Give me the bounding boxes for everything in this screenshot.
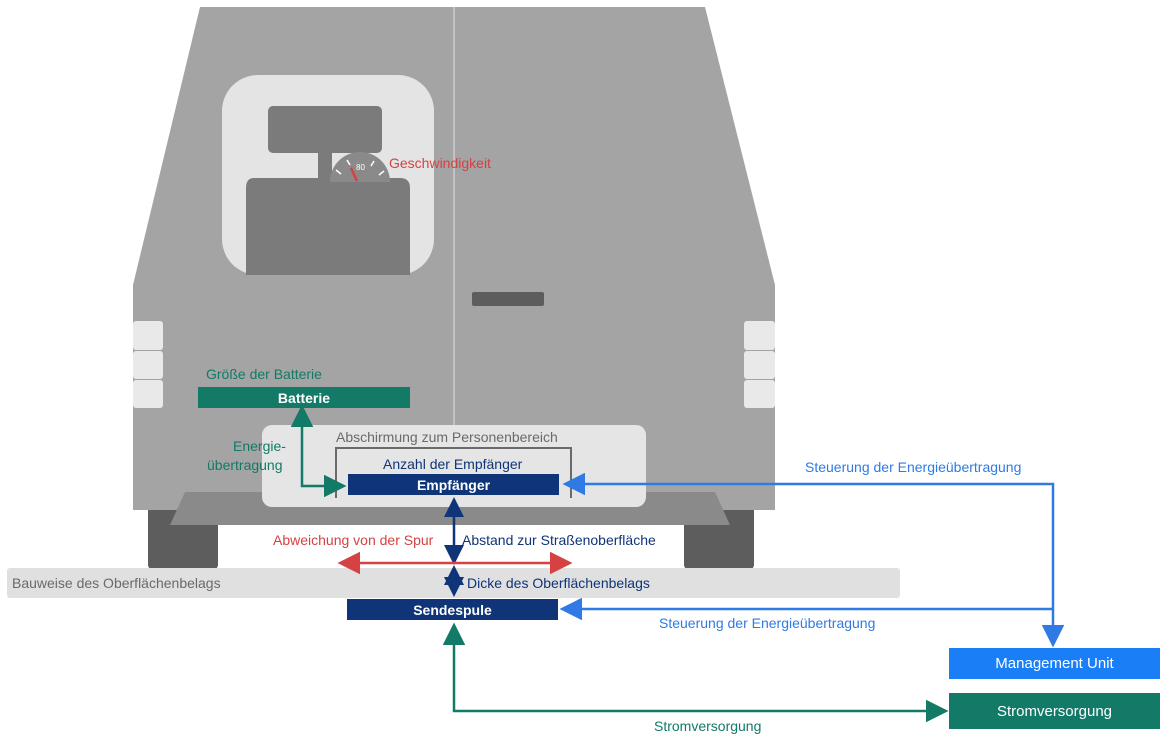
receiver-box: Empfänger (348, 474, 559, 495)
shield-label: Abschirmung zum Personenbereich (336, 429, 558, 445)
headrest-post (318, 152, 332, 182)
power-supply-box: Stromversorgung (949, 693, 1160, 729)
transmitter-box: Sendespule (347, 599, 558, 620)
headrest (268, 106, 382, 153)
left-taillight-1 (133, 321, 163, 350)
left-taillight-3 (133, 380, 163, 408)
control-bottom-label: Steuerung der Energieübertragung (659, 615, 876, 631)
receiver-count-label: Anzahl der Empfänger (383, 456, 523, 472)
seat (246, 178, 410, 275)
surface-thickness-label: Dicke des Oberflächenbelags (467, 575, 650, 591)
control-line-receiver (562, 472, 1065, 648)
energy-transfer-label-line2: übertragung (207, 457, 283, 473)
battery-size-label: Größe der Batterie (206, 366, 322, 382)
right-taillight-3 (744, 380, 775, 408)
right-taillight-1 (744, 321, 775, 350)
door-handle (472, 292, 544, 306)
energy-transfer-arrow (290, 404, 347, 498)
speedometer-value: 80 (356, 163, 365, 172)
management-unit-box: Management Unit (949, 648, 1160, 679)
right-taillight-2 (744, 351, 775, 379)
battery-box: Batterie (198, 387, 410, 408)
left-taillight-2 (133, 351, 163, 379)
speed-label: Geschwindigkeit (389, 155, 491, 171)
road-distance-label: Abstand zur Straßenoberfläche (462, 532, 656, 548)
speedometer-icon (330, 152, 390, 182)
power-supply-line (442, 622, 949, 723)
energy-transfer-label-line1: Energie- (233, 438, 286, 454)
power-supply-label: Stromversorgung (654, 718, 762, 734)
lane-deviation-label: Abweichung von der Spur (273, 532, 434, 548)
surface-construction-label: Bauweise des Oberflächenbelags (12, 575, 221, 591)
control-top-label: Steuerung der Energieübertragung (805, 459, 1022, 475)
